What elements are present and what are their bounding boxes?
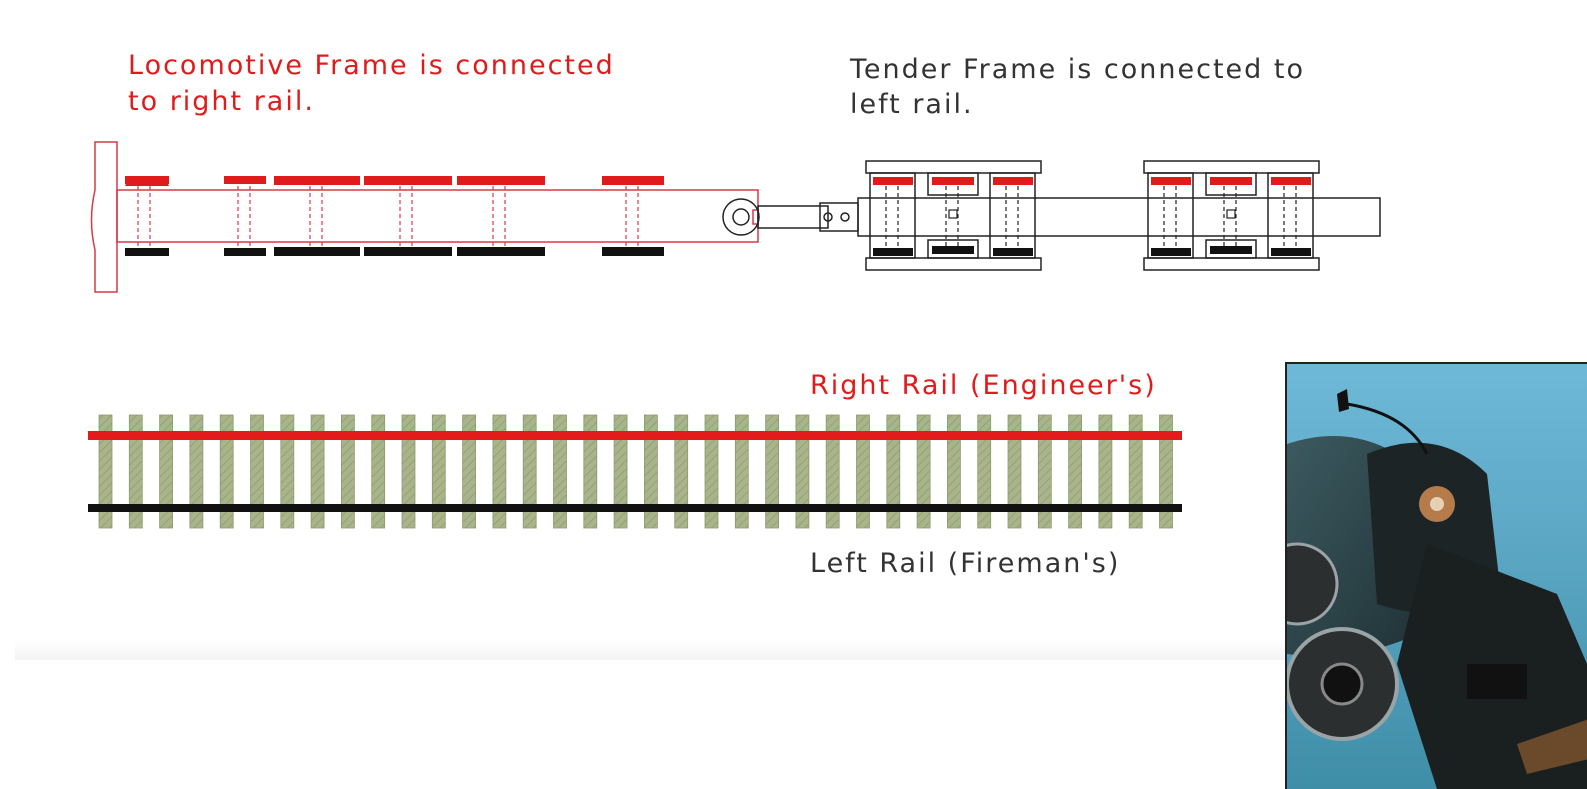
- track-tie: [553, 414, 567, 529]
- tender-frame: [857, 160, 1381, 271]
- track-tie: [1128, 414, 1143, 529]
- locomotive-label-line1: Locomotive Frame is connected: [128, 50, 615, 81]
- track-tie: [371, 414, 386, 529]
- track-tie: [250, 414, 264, 529]
- tender-wheels: [873, 177, 1311, 256]
- drawbar: [722, 198, 859, 236]
- track-tie: [977, 414, 992, 529]
- track-tie: [1068, 414, 1082, 529]
- track-tie: [1007, 414, 1022, 529]
- track-tie: [583, 414, 598, 529]
- track-tie: [644, 414, 658, 529]
- tender-label-line2: left rail.: [850, 89, 974, 120]
- track-tie: [159, 414, 174, 529]
- track-ties: [98, 414, 1173, 529]
- track-tie: [189, 414, 204, 529]
- track-tie: [431, 414, 446, 529]
- track-tie: [280, 414, 295, 529]
- track-tie: [1159, 414, 1173, 529]
- track-tie: [310, 414, 325, 529]
- track-tie: [492, 414, 507, 529]
- track-tie: [401, 414, 416, 529]
- track-tie: [856, 414, 870, 529]
- left-rail-label: Left Rail (Fireman's): [810, 548, 1120, 579]
- right-rail-label: Right Rail (Engineer's): [810, 370, 1157, 401]
- track-tie: [98, 414, 113, 529]
- track-tie: [219, 414, 234, 529]
- locomotive-wheels: [125, 176, 664, 256]
- track-tie: [674, 414, 689, 529]
- left-rail: [88, 504, 1182, 512]
- track-tie: [947, 414, 961, 529]
- panel-shadow: [15, 640, 1285, 660]
- locomotive-label-line2: to right rail.: [128, 86, 315, 117]
- locomotive-frame: [90, 141, 759, 293]
- track-tie: [704, 414, 719, 529]
- track-tie: [613, 414, 628, 529]
- track-tie: [462, 414, 477, 529]
- tender-label-line1: Tender Frame is connected to: [849, 54, 1305, 85]
- track-tie: [1037, 414, 1052, 529]
- track-tie: [522, 414, 537, 529]
- locomotive-smokebox-photo: [1285, 362, 1587, 789]
- track-tie: [1098, 414, 1113, 529]
- track-tie: [340, 414, 355, 529]
- track-tie: [734, 414, 749, 529]
- right-rail: [88, 431, 1182, 440]
- track-tie: [765, 414, 779, 529]
- track-tie: [916, 414, 931, 529]
- track-tie: [128, 414, 143, 529]
- track-tie: [795, 414, 810, 529]
- track-tie: [886, 414, 901, 529]
- track-tie: [825, 414, 840, 529]
